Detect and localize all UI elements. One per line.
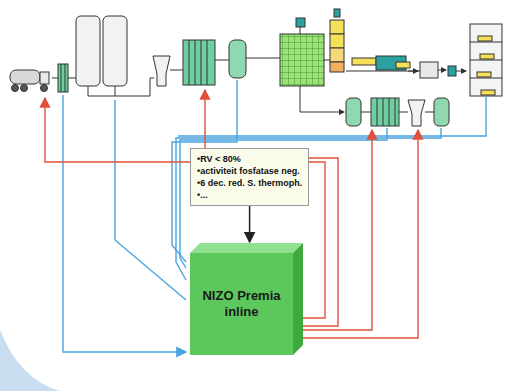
note-line: •... [197, 189, 302, 201]
analyzer-box: NIZO Premia inline [190, 243, 303, 355]
flow-arrow [249, 206, 251, 242]
note-line: •activiteit fosfatase neg. [197, 165, 302, 177]
note-line: •6 dec. red. S. thermoph. [197, 177, 302, 189]
note-line: •RV < 80% [197, 153, 302, 165]
box-label: NIZO Premia inline [190, 288, 293, 320]
note-box: •RV < 80%•activiteit fosfatase neg.•6 de… [190, 148, 309, 206]
